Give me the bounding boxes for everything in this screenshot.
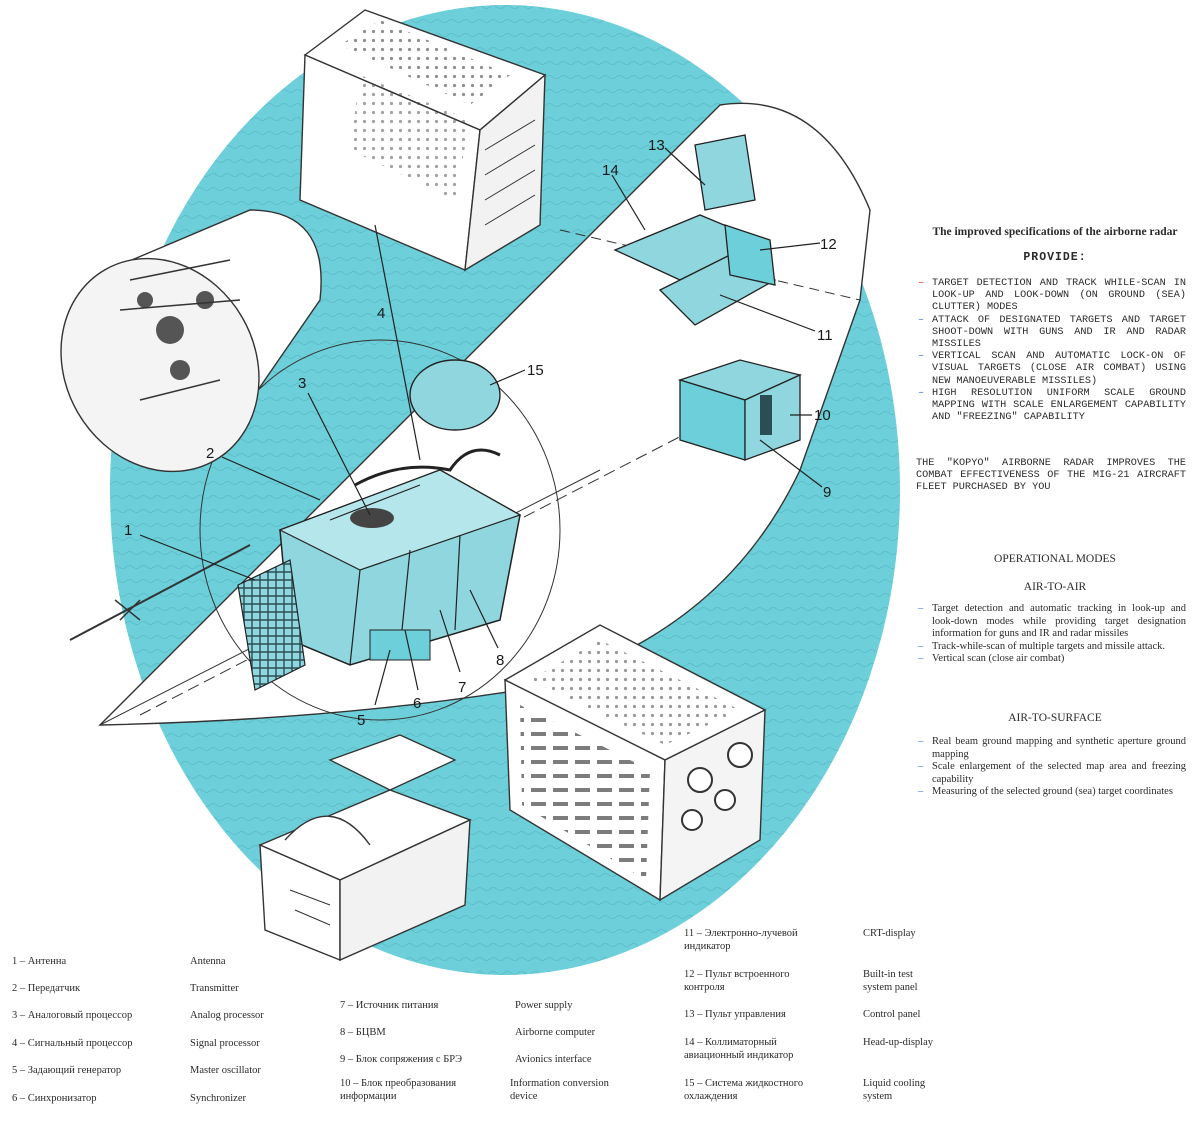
air-to-air-heading: AIR-TO-AIR bbox=[1023, 581, 1087, 593]
callout-4: 4 bbox=[377, 305, 385, 322]
legend-ru-3: 3 – Аналоговый процессор bbox=[12, 1010, 133, 1021]
air-to-surface-heading: AIR-TO-SURFACE bbox=[1008, 712, 1102, 724]
legend-en-1: Antenna bbox=[190, 956, 226, 967]
legend-ru-5: 5 – Задающий генератор bbox=[12, 1065, 122, 1076]
list-item: Target detection and automatic tracking … bbox=[916, 603, 1186, 641]
legend-ru-10: 10 – Блок преобразования информации bbox=[340, 1078, 457, 1102]
provide-heading: PROVIDE: bbox=[1023, 251, 1087, 264]
callout-12: 12 bbox=[820, 236, 837, 253]
air-to-surface-list: Real beam ground mapping and synthetic a… bbox=[916, 736, 1186, 799]
legend-en-9: Avionics interface bbox=[515, 1054, 592, 1065]
legend-en-8: Airborne computer bbox=[515, 1027, 596, 1038]
callout-14: 14 bbox=[602, 162, 619, 179]
callout-8: 8 bbox=[496, 652, 504, 669]
radar-assembly bbox=[237, 359, 522, 691]
air-to-air-list: Target detection and automatic tracking … bbox=[916, 603, 1186, 666]
callout-15: 15 bbox=[527, 362, 544, 379]
legend-ru-2: 2 – Передатчик bbox=[12, 983, 81, 994]
legend-en-14: Head-up-display bbox=[863, 1037, 933, 1048]
list-item: Vertical scan (close air combat) bbox=[916, 653, 1186, 666]
legend-en-12: Built-in test system panel bbox=[863, 969, 918, 993]
specs-title: The improved specifications of the airbo… bbox=[932, 226, 1178, 238]
list-item: Scale enlargement of the selected map ar… bbox=[916, 761, 1186, 786]
list-item: Track-while-scan of multiple targets and… bbox=[916, 641, 1186, 654]
callout-3: 3 bbox=[298, 375, 306, 392]
legend-ru-7: 7 – Источник питания bbox=[340, 1000, 439, 1011]
leader-lines bbox=[139, 147, 823, 706]
legend-en-4: Signal processor bbox=[190, 1038, 260, 1049]
callout-10: 10 bbox=[814, 407, 831, 424]
cockpit-units bbox=[613, 134, 777, 326]
legend-ru-11: 11 – Электронно-лучевой индикатор bbox=[684, 928, 798, 952]
callout-5: 5 bbox=[357, 712, 365, 729]
legend-ru-13: 13 – Пульт управления bbox=[684, 1009, 786, 1020]
callout-2: 2 bbox=[206, 445, 214, 462]
legend-en-3: Analog processor bbox=[190, 1010, 264, 1021]
power-supply-box bbox=[503, 624, 767, 902]
master-oscillator-box bbox=[258, 734, 472, 962]
callout-11: 11 bbox=[817, 327, 833, 344]
legend-en-10: Information conversion device bbox=[510, 1078, 609, 1102]
signal-processor-cabinet bbox=[299, 9, 547, 272]
list-item: Measuring of the selected ground (sea) t… bbox=[916, 786, 1186, 799]
transmitter-cylinder bbox=[60, 209, 322, 473]
callout-1: 1 bbox=[124, 522, 132, 539]
callout-13: 13 bbox=[648, 137, 665, 154]
legend-en-5: Master oscillator bbox=[190, 1065, 261, 1076]
callout-6: 6 bbox=[413, 695, 421, 712]
callout-9: 9 bbox=[823, 484, 831, 501]
provide-list: TARGET DETECTION AND TRACK WHILE-SCAN IN… bbox=[916, 278, 1186, 424]
legend-ru-14: 14 – Коллиматорный авиационный индикатор bbox=[684, 1037, 794, 1061]
legend-ru-6: 6 – Синхронизатор bbox=[12, 1093, 97, 1104]
closing-statement: THE "KOPYO" AIRBORNE RADAR IMPROVES THE … bbox=[916, 458, 1186, 494]
list-item: Real beam ground mapping and synthetic a… bbox=[916, 736, 1186, 761]
legend-en-11: CRT-display bbox=[863, 928, 916, 939]
legend-en-7: Power supply bbox=[515, 1000, 573, 1011]
legend-ru-12: 12 – Пульт встроенного контроля bbox=[684, 969, 790, 993]
legend-ru-4: 4 – Сигнальный процессор bbox=[12, 1038, 133, 1049]
legend-ru-15: 15 – Система жидкостного охлаждения bbox=[684, 1078, 804, 1102]
avionics-interface-unit bbox=[677, 359, 802, 461]
provide-item: VERTICAL SCAN AND AUTOMATIC LOCK-ON OF V… bbox=[916, 351, 1186, 388]
provide-item: ATTACK OF DESIGNATED TARGETS AND TARGET … bbox=[916, 315, 1186, 352]
legend-ru-1: 1 – Антенна bbox=[12, 956, 67, 967]
legend-en-2: Transmitter bbox=[190, 983, 239, 994]
legend-en-13: Control panel bbox=[863, 1009, 921, 1020]
callout-7: 7 bbox=[458, 679, 466, 696]
provide-item: HIGH RESOLUTION UNIFORM SCALE GROUND MAP… bbox=[916, 388, 1186, 425]
legend-en-15: Liquid cooling system bbox=[863, 1078, 926, 1102]
provide-item: TARGET DETECTION AND TRACK WHILE-SCAN IN… bbox=[916, 278, 1186, 315]
legend-en-6: Synchronizer bbox=[190, 1093, 246, 1104]
legend-ru-9: 9 – Блок сопряжения с БРЭ bbox=[340, 1054, 463, 1065]
operational-modes-heading: OPERATIONAL MODES bbox=[994, 553, 1116, 565]
legend-ru-8: 8 – БЦВМ bbox=[340, 1027, 386, 1038]
